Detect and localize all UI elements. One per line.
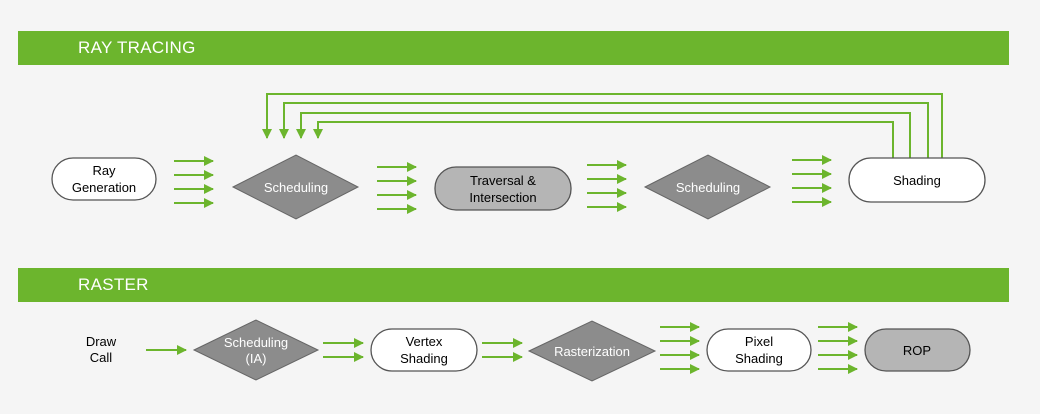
vertex-shading-node: Vertex Shading	[370, 328, 478, 372]
scheduling-node-2: Scheduling	[643, 154, 772, 220]
arrows-raster-4	[660, 322, 700, 374]
draw-call-label-2: Call	[90, 350, 113, 365]
arrows-raster-3	[482, 338, 523, 362]
arrows-rt-1	[174, 156, 214, 208]
pixel-shading-node: Pixel Shading	[706, 328, 812, 372]
traversal-intersection-node: Traversal & Intersection	[434, 166, 572, 211]
draw-call-label: Draw Call	[86, 334, 117, 365]
scheduling-ia-label-2: (IA)	[246, 351, 267, 366]
rop-label: ROP	[903, 343, 931, 358]
scheduling-1-label: Scheduling	[264, 180, 328, 195]
arrows-rt-4	[792, 155, 832, 207]
feedback-loop-arrows	[262, 93, 943, 158]
ray-tracing-title: RAY TRACING	[78, 38, 196, 57]
traversal-label-1: Traversal &	[470, 173, 536, 188]
arrows-raster-5	[818, 322, 858, 374]
arrows-rt-3	[587, 160, 627, 212]
vertex-shading-label-1: Vertex	[406, 334, 443, 349]
arrows-raster-2	[323, 338, 364, 362]
scheduling-2-label: Scheduling	[676, 180, 740, 195]
scheduling-node-1: Scheduling	[231, 154, 360, 220]
raster-title: RASTER	[78, 275, 149, 294]
shading-node: Shading	[848, 157, 986, 203]
ray-generation-label-1: Ray	[92, 163, 116, 178]
ray-generation-node: Ray Generation	[51, 157, 157, 201]
shading-label: Shading	[893, 173, 941, 188]
rop-node: ROP	[864, 328, 971, 372]
ray-tracing-header: RAY TRACING	[18, 31, 1009, 65]
arrows-rt-2	[377, 162, 417, 214]
pixel-shading-label-2: Shading	[735, 351, 783, 366]
pixel-shading-label-1: Pixel	[745, 334, 773, 349]
vertex-shading-label-2: Shading	[400, 351, 448, 366]
rasterization-node: Rasterization	[527, 320, 657, 382]
traversal-label-2: Intersection	[469, 190, 536, 205]
scheduling-ia-label-1: Scheduling	[224, 335, 288, 350]
ray-generation-label-2: Generation	[72, 180, 136, 195]
rasterization-label: Rasterization	[554, 344, 630, 359]
scheduling-ia-node: Scheduling (IA)	[192, 319, 320, 381]
draw-call-label-1: Draw	[86, 334, 117, 349]
raster-header: RASTER	[18, 268, 1009, 302]
